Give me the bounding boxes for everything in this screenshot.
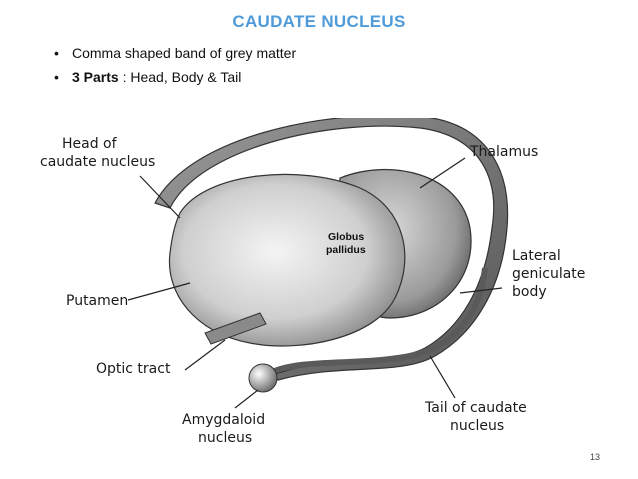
leader-line-putamen xyxy=(127,282,191,301)
page-number: 13 xyxy=(589,452,600,462)
bullet-text: Comma shaped band of grey matter xyxy=(72,45,297,61)
label-amygdaloid-line2: nucleus xyxy=(198,430,252,446)
label-globus-line1: Globus xyxy=(328,231,364,243)
bullet-dot: • xyxy=(54,45,59,61)
leader-line-tail xyxy=(429,355,456,399)
label-head-line1: Head of xyxy=(62,136,118,152)
bullet-bold-text: 3 Parts xyxy=(72,69,119,85)
label-thalamus: Thalamus xyxy=(469,144,538,160)
label-lateral-line2: geniculate xyxy=(512,266,585,282)
label-lateral-line3: body xyxy=(512,284,547,300)
bullet-dot: • xyxy=(54,69,59,85)
bullet-item: • Comma shaped band of grey matter xyxy=(50,44,296,68)
label-amygdaloid-line1: Amygdaloid xyxy=(182,412,265,428)
label-tail-line1: Tail of caudate xyxy=(424,400,527,416)
putamen-shape xyxy=(168,173,406,347)
bullet-item: • 3 Parts : Head, Body & Tail xyxy=(50,68,296,92)
amygdaloid-shape xyxy=(248,363,278,393)
label-head-line2: caudate nucleus xyxy=(40,154,155,170)
optic-tract-shape xyxy=(204,312,267,345)
caudate-nucleus-diagram: Head of caudate nucleus Thalamus Globus … xyxy=(40,118,585,446)
bullet-text: : Head, Body & Tail xyxy=(118,69,242,85)
label-putamen: Putamen xyxy=(66,293,128,309)
leader-line-optic xyxy=(184,339,226,371)
label-globus-line2: pallidus xyxy=(326,244,366,256)
leader-line-amygdaloid xyxy=(234,389,259,409)
bullet-list: • Comma shaped band of grey matter • 3 P… xyxy=(50,44,296,92)
label-optic-tract: Optic tract xyxy=(96,361,171,377)
leader-line-head xyxy=(139,175,181,219)
caudate-tail-shape xyxy=(268,267,488,376)
label-tail-line2: nucleus xyxy=(450,418,504,434)
leader-line-lateral xyxy=(459,287,503,294)
slide-title: CAUDATE NUCLEUS xyxy=(232,12,406,31)
leader-line-thalamus xyxy=(419,157,466,189)
label-lateral-line1: Lateral xyxy=(512,248,561,264)
caudate-body-shape xyxy=(154,118,509,381)
